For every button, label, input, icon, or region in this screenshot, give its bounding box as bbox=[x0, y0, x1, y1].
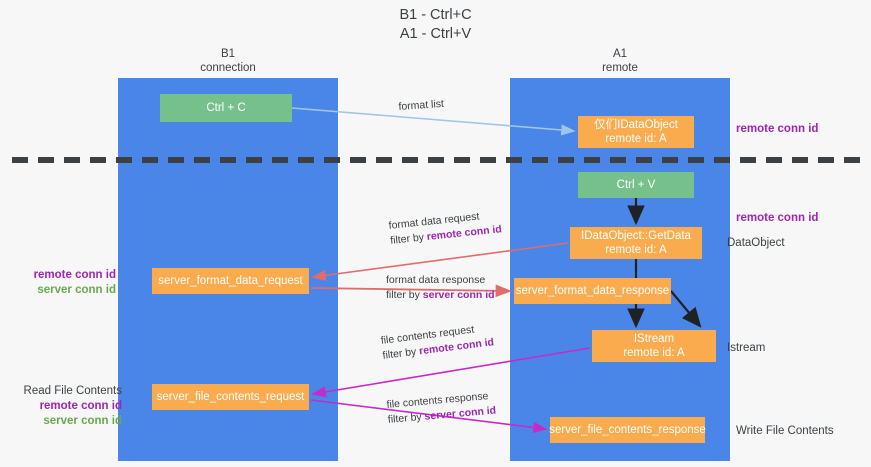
arrow-label-format-data-response-text: format data response bbox=[386, 274, 486, 286]
filter-prefix: filter by bbox=[387, 410, 423, 426]
swimlane-header-b1: B1 connection bbox=[118, 47, 338, 75]
filter-prefix: filter by bbox=[389, 231, 425, 247]
swimlane-b1-name: B1 bbox=[220, 48, 236, 60]
node-ctrl-c-label: Ctrl + C bbox=[206, 102, 246, 114]
arrow-label-format-list-text: format list bbox=[398, 97, 445, 113]
arrow-label-format-data-response-filter: filter by server conn id bbox=[386, 288, 495, 303]
note-left-conn-ids-mid: remote conn id server conn id bbox=[6, 268, 116, 298]
note-text: DataObject bbox=[727, 237, 785, 249]
filter-key: server conn id bbox=[422, 289, 495, 301]
title-line-2: A1 - Ctrl+V bbox=[399, 26, 472, 42]
swimlane-a1-role: remote bbox=[602, 62, 638, 74]
node-getdata[interactable]: IDataObject::GetData remote id: A bbox=[570, 227, 702, 259]
node-server-format-data-request-label: server_format_data_request bbox=[158, 275, 303, 287]
note-text-remote: remote conn id bbox=[39, 400, 122, 412]
node-ctrl-c[interactable]: Ctrl + C bbox=[160, 94, 292, 122]
node-istream-label: IStream bbox=[633, 333, 675, 345]
node-server-format-data-response[interactable]: server_format_data_response bbox=[514, 278, 671, 304]
node-ctrl-v-label: Ctrl + V bbox=[616, 179, 656, 191]
node-idataobject-sub: remote id: A bbox=[605, 133, 667, 145]
arrow-label-format-data-request: format data request filter by remote con… bbox=[388, 207, 503, 249]
arrow-label-format-data-response: format data response filter by server co… bbox=[386, 273, 495, 303]
node-getdata-label: IDataObject::GetData bbox=[581, 230, 691, 242]
swimlane-header-a1: A1 remote bbox=[510, 47, 730, 75]
node-server-file-contents-response[interactable]: server_file_contents_response bbox=[549, 417, 706, 443]
arrow-label-file-contents-request: file contents request filter by remote c… bbox=[380, 320, 495, 363]
note-text: remote conn id bbox=[736, 212, 819, 224]
filter-prefix: filter by bbox=[381, 345, 418, 362]
node-ctrl-v[interactable]: Ctrl + V bbox=[578, 172, 694, 198]
note-right-remote-conn-id-mid: remote conn id bbox=[736, 211, 818, 226]
node-server-file-contents-response-label: server_file_contents_response bbox=[549, 424, 706, 436]
node-getdata-sub: remote id: A bbox=[605, 244, 667, 256]
arrow-label-format-list: format list bbox=[398, 97, 444, 115]
note-right-istream: Istream bbox=[727, 341, 765, 356]
node-idataobject-label: 仅们IDataObject bbox=[594, 119, 678, 131]
node-istream[interactable]: IStream remote id: A bbox=[592, 330, 716, 362]
note-text-read-file: Read File Contents bbox=[23, 385, 122, 397]
node-server-format-data-request[interactable]: server_format_data_request bbox=[152, 268, 309, 294]
phase-divider bbox=[12, 157, 860, 163]
title-line-1: B1 - Ctrl+C bbox=[399, 7, 472, 23]
swimlane-a1-name: A1 bbox=[612, 48, 628, 60]
note-text-server: server conn id bbox=[43, 415, 122, 427]
note-left-read-file-contents: Read File Contents remote conn id server… bbox=[6, 384, 122, 429]
node-server-file-contents-request[interactable]: server_file_contents_request bbox=[152, 384, 309, 410]
node-idataobject[interactable]: 仅们IDataObject remote id: A bbox=[578, 116, 694, 148]
note-text: Write File Contents bbox=[736, 425, 834, 437]
note-text-server: server conn id bbox=[37, 284, 116, 296]
node-istream-sub: remote id: A bbox=[623, 347, 685, 359]
page-title: B1 - Ctrl+C A1 - Ctrl+V bbox=[0, 6, 871, 44]
note-text: Istream bbox=[727, 342, 766, 354]
arrow-label-file-contents-response: file contents response filter by server … bbox=[386, 389, 497, 428]
note-text: remote conn id bbox=[736, 123, 819, 135]
node-server-format-data-response-label: server_format_data_response bbox=[515, 285, 670, 297]
note-right-write-file-contents: Write File Contents bbox=[736, 424, 834, 439]
swimlane-b1-role: connection bbox=[200, 62, 256, 74]
note-text-remote: remote conn id bbox=[33, 269, 116, 281]
node-server-file-contents-request-label: server_file_contents_request bbox=[156, 391, 305, 403]
filter-prefix: filter by bbox=[386, 289, 420, 301]
note-right-dataobject: DataObject bbox=[727, 236, 785, 251]
note-right-remote-conn-id-top: remote conn id bbox=[736, 122, 818, 137]
